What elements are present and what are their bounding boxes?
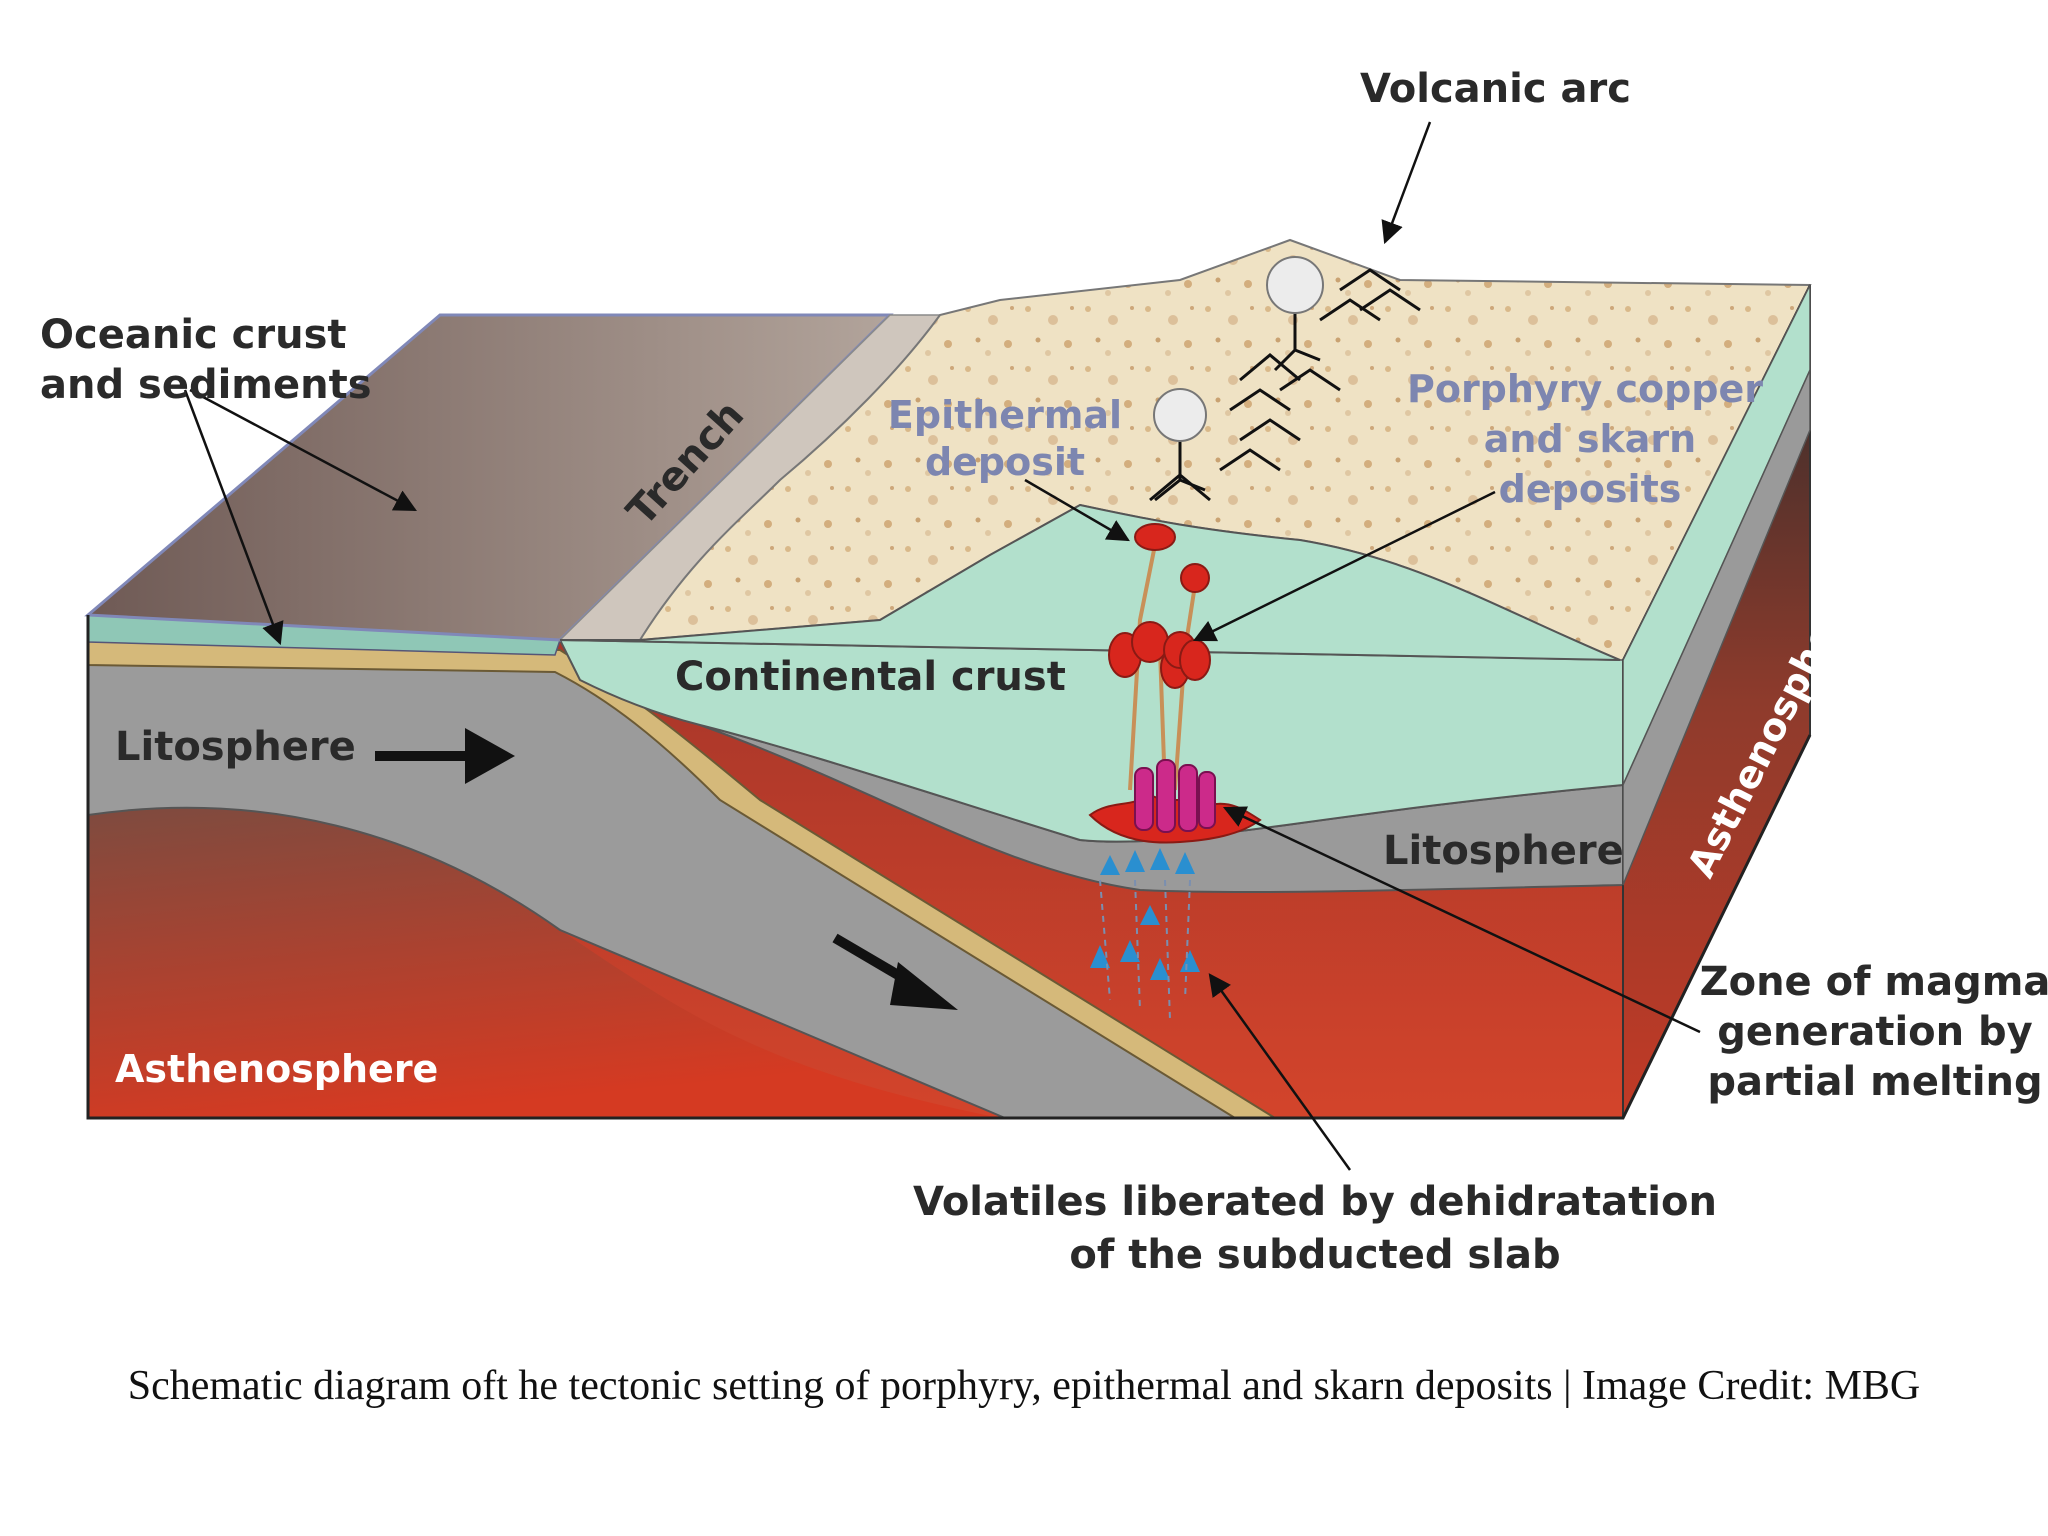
magma-pink-plutons [1134, 759, 1216, 833]
volcano-upper-plume-icon [1266, 256, 1324, 314]
label-asthenosphere-left: Asthenosphere [115, 1047, 438, 1091]
plate-motion-arrow-slab [832, 933, 958, 1010]
leader-volatiles [1208, 973, 1352, 1171]
leader-epithermal [1024, 478, 1130, 542]
label-porphyry-copper: Porphyry copper [1407, 367, 1763, 411]
continental-crust-layer [558, 638, 1624, 843]
label-oceanic-crust: Oceanic crust [40, 312, 347, 358]
label-litosphere-right: Litosphere [1383, 828, 1624, 874]
leader-volcanic-arc [1381, 121, 1432, 245]
label-litosphere-left: Litosphere [115, 724, 356, 770]
side-litho-strip [1622, 369, 1811, 886]
crust-cut-surface [559, 503, 1621, 661]
label-and-skarn: and skarn [1484, 417, 1696, 461]
label-generation-by: generation by [1717, 1009, 2033, 1055]
leader-ocean-floor [189, 388, 417, 512]
volcano-lower [1149, 388, 1301, 502]
volatile-streaks [1099, 879, 1191, 1021]
label-partial-melting: partial melting [1707, 1059, 2042, 1105]
leader-lines [183, 121, 1701, 1171]
label-zone-magma: Zone of magma [1700, 959, 2048, 1005]
label-deposit: deposit [925, 440, 1085, 484]
magma-blobs [1108, 523, 1211, 689]
block-outline [86, 615, 1812, 1120]
leader-porphyry [1192, 490, 1496, 642]
label-and-sediments: and sediments [40, 362, 372, 408]
asthenosphere-left-region [88, 807, 1000, 1118]
volatile-droplets [1090, 848, 1200, 980]
label-epithermal: Epithermal [888, 393, 1122, 437]
label-subducted-slab: of the subducted slab [1069, 1232, 1560, 1278]
volcano-upper [1239, 268, 1421, 392]
label-volcanic-arc: Volcanic arc [1360, 66, 1631, 112]
figure-caption: Schematic diagram oft he tectonic settin… [127, 1363, 1921, 1409]
leader-zone [1222, 806, 1701, 1034]
label-deposits: deposits [1499, 467, 1682, 511]
label-continental-crust: Continental crust [675, 654, 1066, 700]
volcano-lower-plume-icon [1153, 388, 1207, 442]
plate-motion-arrow-litho [375, 728, 515, 784]
label-volatiles: Volatiles liberated by dehidratation [913, 1179, 1717, 1225]
leader-ocean-crust [183, 389, 284, 646]
